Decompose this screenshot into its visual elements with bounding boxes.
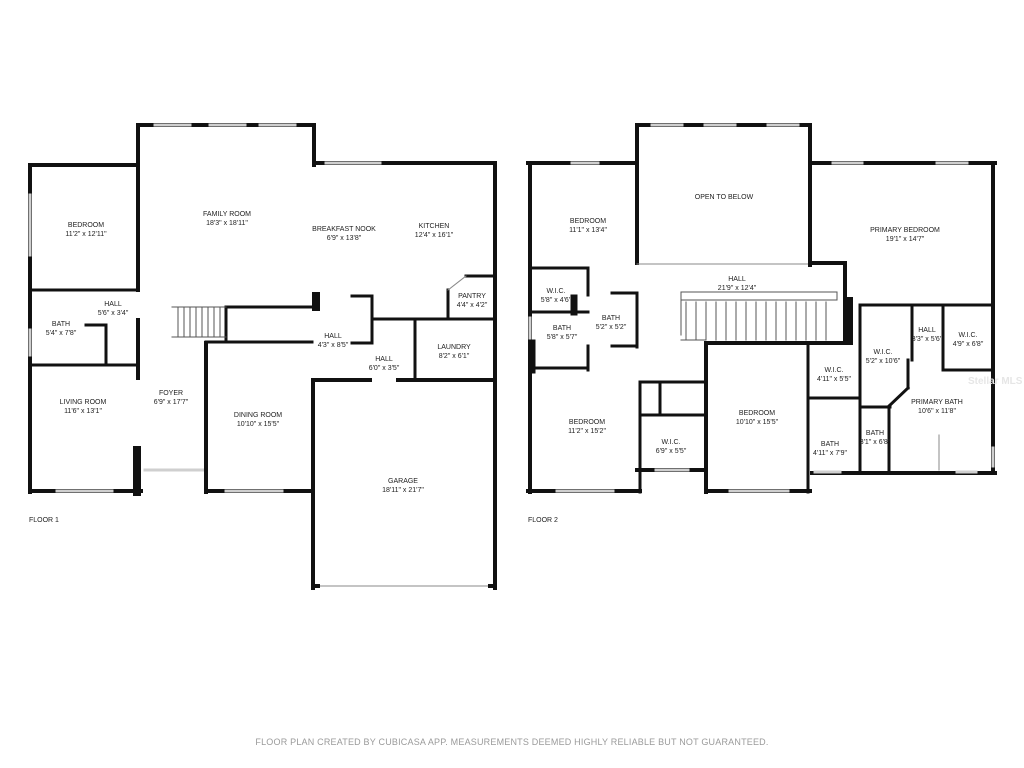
room-label: W.I.C.4'9" x 6'8" (952, 332, 984, 348)
wall (885, 385, 911, 410)
room-label: W.I.C.5'8" x 4'6" (540, 288, 572, 304)
floor-2-label: FLOOR 2 (528, 517, 558, 524)
footer-disclaimer: FLOOR PLAN CREATED BY CUBICASA APP. MEAS… (255, 737, 769, 747)
room-label: OPEN TO BELOW (694, 194, 754, 201)
wall (447, 275, 467, 291)
room-label: W.I.C.5'2" x 10'6" (865, 349, 901, 365)
room-label: W.I.C.6'9" x 5'5" (655, 439, 687, 455)
floor-1-label: FLOOR 1 (29, 517, 59, 524)
watermark: Stellar MLS (968, 376, 1023, 387)
room-label: W.I.C.4'11" x 5'5" (817, 367, 851, 383)
